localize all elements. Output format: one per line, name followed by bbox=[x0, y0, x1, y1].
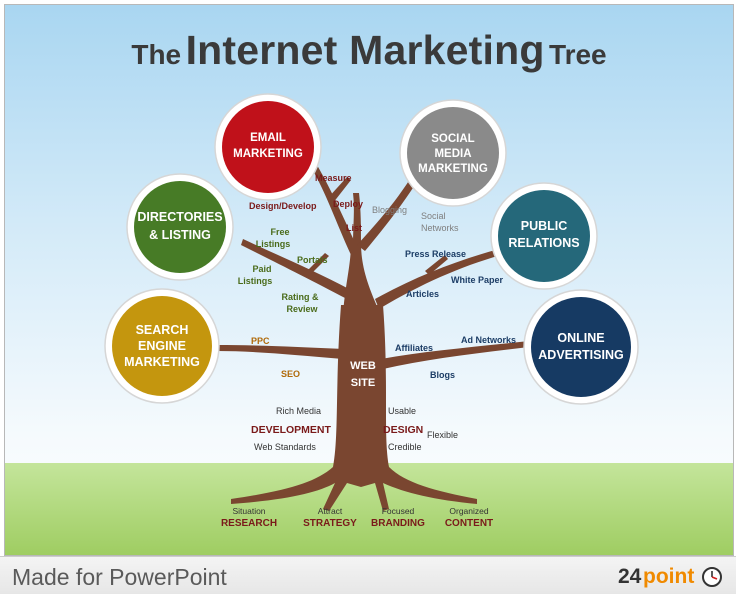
circle-email-line1: EMAIL bbox=[250, 132, 286, 144]
root-small-1: Situation bbox=[232, 506, 265, 516]
label-listings-free: Listings bbox=[256, 239, 291, 249]
circle-directories-line2: & LISTING bbox=[149, 228, 211, 242]
root-big-1: RESEARCH bbox=[221, 518, 277, 529]
circle-directories-line1: DIRECTORIES bbox=[137, 210, 222, 224]
label-social: Social bbox=[421, 211, 446, 221]
title-part2: Internet Marketing bbox=[185, 27, 545, 73]
circle-online-advertising: ONLINE ADVERTISING bbox=[523, 289, 639, 405]
circle-search: SEARCH ENGINE MARKETING bbox=[104, 288, 220, 404]
label-ppc: PPC bbox=[251, 336, 270, 346]
label-design: DESIGN bbox=[383, 424, 423, 436]
slide: The Internet Marketing Tree bbox=[4, 4, 734, 556]
label-ad-networks: Ad Networks bbox=[461, 335, 516, 345]
label-development: DEVELOPMENT bbox=[251, 424, 332, 436]
label-press-release: Press Release bbox=[405, 249, 466, 259]
label-list: List bbox=[346, 223, 362, 233]
label-rating: Rating & bbox=[282, 292, 319, 302]
label-articles: Articles bbox=[406, 289, 439, 299]
footer-bar: Made for PowerPoint 24 point bbox=[0, 556, 736, 594]
label-rich-media: Rich Media bbox=[276, 406, 321, 416]
title-part1: The bbox=[131, 39, 182, 70]
label-white-paper: White Paper bbox=[451, 275, 504, 285]
root-small-4: Organized bbox=[449, 506, 488, 516]
circle-search-line3: MARKETING bbox=[124, 355, 200, 369]
footer-text: Made for PowerPoint bbox=[12, 564, 227, 590]
label-affiliates: Affiliates bbox=[395, 343, 433, 353]
page-title: The Internet Marketing Tree bbox=[5, 27, 733, 74]
brand-logo: 24 point bbox=[618, 565, 722, 588]
circle-online-line1: ONLINE bbox=[557, 331, 604, 345]
circle-social-line3: MARKETING bbox=[418, 163, 488, 175]
circle-social-line1: SOCIAL bbox=[431, 133, 474, 145]
circle-public-line2: RELATIONS bbox=[508, 236, 579, 250]
tree-trunk bbox=[217, 165, 529, 511]
label-review: Review bbox=[286, 304, 318, 314]
circle-online-line2: ADVERTISING bbox=[538, 348, 623, 362]
label-credible: Credible bbox=[388, 442, 422, 452]
circle-social: SOCIAL MEDIA MARKETING bbox=[399, 99, 507, 207]
logo-word: point bbox=[643, 565, 694, 588]
label-blogs: Blogs bbox=[430, 370, 455, 380]
trunk-label-line1: WEB bbox=[350, 360, 376, 372]
trunk-label-line2: SITE bbox=[351, 377, 375, 389]
label-portals: Portals bbox=[297, 255, 328, 265]
label-listings-paid: Listings bbox=[238, 276, 273, 286]
label-paid: Paid bbox=[252, 264, 271, 274]
label-measure: Measure bbox=[315, 173, 352, 183]
label-networks: Networks bbox=[421, 223, 459, 233]
label-flexible: Flexible bbox=[427, 430, 458, 440]
root-small-2: Attract bbox=[318, 506, 343, 516]
logo-number: 24 bbox=[618, 565, 642, 588]
root-small-3: Focused bbox=[382, 506, 415, 516]
circle-social-line2: MEDIA bbox=[434, 148, 471, 160]
label-web-standards: Web Standards bbox=[254, 442, 316, 452]
label-free: Free bbox=[270, 227, 289, 237]
clock-icon bbox=[702, 567, 722, 587]
circle-public-relations: PUBLIC RELATIONS bbox=[490, 182, 598, 290]
title-part3: Tree bbox=[549, 39, 607, 70]
label-seo: SEO bbox=[281, 369, 300, 379]
label-design-develop: Design/Develop bbox=[249, 201, 317, 211]
circle-search-line1: SEARCH bbox=[136, 323, 189, 337]
label-deploy: Deploy bbox=[333, 199, 363, 209]
circle-email-line2: MARKETING bbox=[233, 148, 303, 160]
root-big-4: CONTENT bbox=[445, 518, 493, 529]
circle-email: EMAIL MARKETING bbox=[214, 93, 322, 201]
circle-public-line1: PUBLIC bbox=[521, 219, 568, 233]
label-usable: Usable bbox=[388, 406, 416, 416]
circle-search-line2: ENGINE bbox=[138, 339, 186, 353]
circle-directories: DIRECTORIES & LISTING bbox=[126, 173, 234, 281]
label-blogging: Blogging bbox=[372, 205, 407, 215]
roots: Situation RESEARCH Attract STRATEGY Focu… bbox=[221, 506, 493, 529]
root-big-2: STRATEGY bbox=[303, 518, 357, 529]
tree-diagram: EMAIL MARKETING SOCIAL MEDIA MARKETING D… bbox=[104, 93, 639, 529]
root-big-3: BRANDING bbox=[371, 518, 425, 529]
